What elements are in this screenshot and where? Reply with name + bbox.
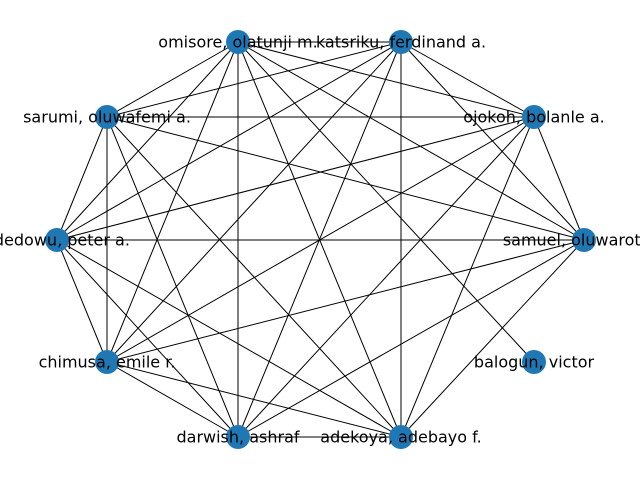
edge-darwish-chimusa: [106, 361, 239, 438]
edge-katsriku-adedowu: [56, 41, 402, 241]
edge-darwish-adedowu: [56, 239, 239, 438]
edge-sarumi-omisore: [106, 41, 239, 118]
edge-ojokoh-adekoya: [400, 116, 535, 438]
node-adekoya: [389, 425, 413, 449]
node-samuel: [572, 228, 596, 252]
node-balogun: [522, 350, 546, 374]
edge-adekoya-sarumi: [106, 116, 402, 438]
edge-samuel-chimusa: [106, 239, 585, 363]
node-chimusa: [95, 350, 119, 374]
node-label-katsriku: katsriku, ferdinand a.: [316, 33, 486, 52]
edge-ojokoh-darwish: [237, 116, 535, 438]
node-darwish: [226, 425, 250, 449]
edge-ojokoh-omisore: [237, 41, 535, 118]
node-label-sarumi: sarumi, oluwafemi a.: [23, 108, 191, 127]
node-label-adekoya: adekoya, adebayo f.: [320, 428, 481, 447]
edge-darwish-sarumi: [106, 116, 239, 438]
edge-samuel-darwish: [237, 239, 585, 438]
edge-adedowu-omisore: [56, 41, 239, 241]
edge-balogun-omisore: [237, 41, 535, 363]
node-adedowu: [45, 228, 69, 252]
node-ojokoh: [522, 105, 546, 129]
node-sarumi: [95, 105, 119, 129]
node-katsriku: [389, 30, 413, 54]
edge-ojokoh-samuel: [533, 116, 585, 241]
edge-katsriku-ojokoh: [400, 41, 535, 118]
edge-chimusa-adedowu: [56, 239, 108, 363]
node-label-ojokoh: ojokoh, bolanle a.: [463, 108, 604, 127]
edge-chimusa-omisore: [106, 41, 239, 363]
edge-adekoya-adedowu: [56, 239, 402, 438]
node-label-balogun: balogun, victor: [474, 353, 595, 372]
edge-samuel-sarumi: [106, 116, 585, 241]
edge-ojokoh-adedowu: [56, 116, 535, 241]
edge-adedowu-sarumi: [56, 116, 108, 241]
node-label-samuel: samuel, oluwarotimi: [503, 231, 640, 250]
node-label-omisore: omisore, olatunji m.: [158, 33, 317, 52]
edge-samuel-adekoya: [400, 239, 585, 438]
edge-samuel-omisore: [237, 41, 585, 241]
labels-layer: katsriku, ferdinand a. ojokoh, bolanle a.…: [0, 33, 640, 447]
edge-adekoya-chimusa: [106, 361, 402, 438]
edge-katsriku-chimusa: [106, 41, 402, 363]
edges-layer: [56, 41, 585, 438]
node-label-chimusa: chimusa, emile r.: [39, 353, 176, 372]
nodes-layer: [45, 30, 596, 449]
node-label-adedowu: adedowu, peter a.: [0, 231, 130, 250]
edge-adekoya-omisore: [237, 41, 402, 438]
node-label-darwish: darwish, ashraf: [176, 428, 299, 447]
node-omisore: [226, 30, 250, 54]
